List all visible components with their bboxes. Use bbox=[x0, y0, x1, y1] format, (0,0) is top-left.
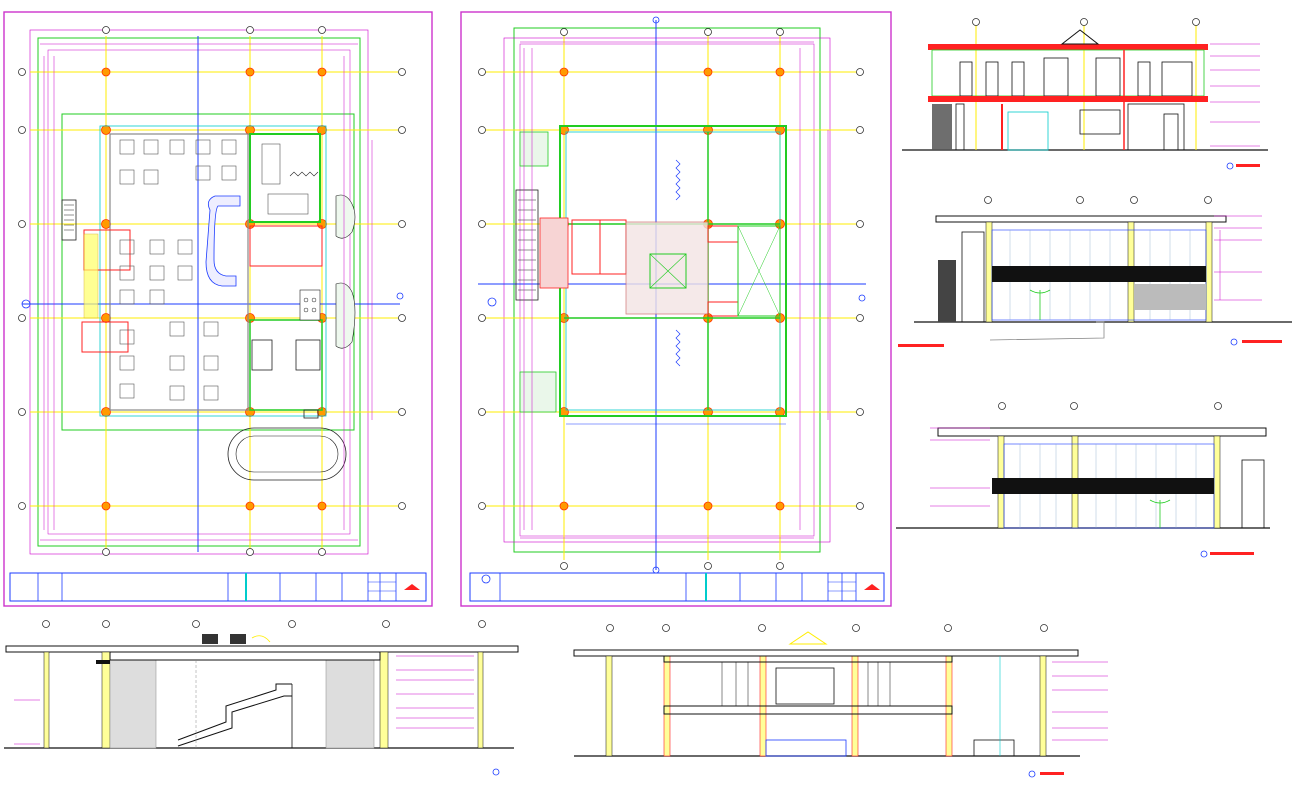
sheet-frame bbox=[3, 11, 433, 607]
title-block bbox=[469, 572, 885, 602]
walls bbox=[61, 125, 356, 419]
north-arrow-icon bbox=[21, 292, 404, 309]
axis-bubbles bbox=[18, 26, 406, 556]
upper-floor-plan-sheet bbox=[460, 11, 892, 607]
section-b bbox=[573, 624, 1108, 778]
dining-furniture bbox=[119, 139, 309, 401]
north-arrow-icon bbox=[487, 294, 866, 307]
section-a bbox=[4, 620, 519, 776]
dimension-lines bbox=[520, 41, 829, 539]
front-elevation bbox=[902, 18, 1268, 170]
axis-bubbles bbox=[478, 16, 864, 574]
ground-floor-plan-sheet bbox=[3, 11, 433, 607]
walls bbox=[515, 125, 787, 417]
side-elevation-2 bbox=[896, 402, 1270, 558]
side-elevation-1 bbox=[898, 196, 1292, 347]
title-block bbox=[9, 572, 427, 602]
sheet-frame bbox=[460, 11, 892, 607]
dimension-lines bbox=[40, 43, 373, 541]
pool bbox=[227, 427, 347, 481]
